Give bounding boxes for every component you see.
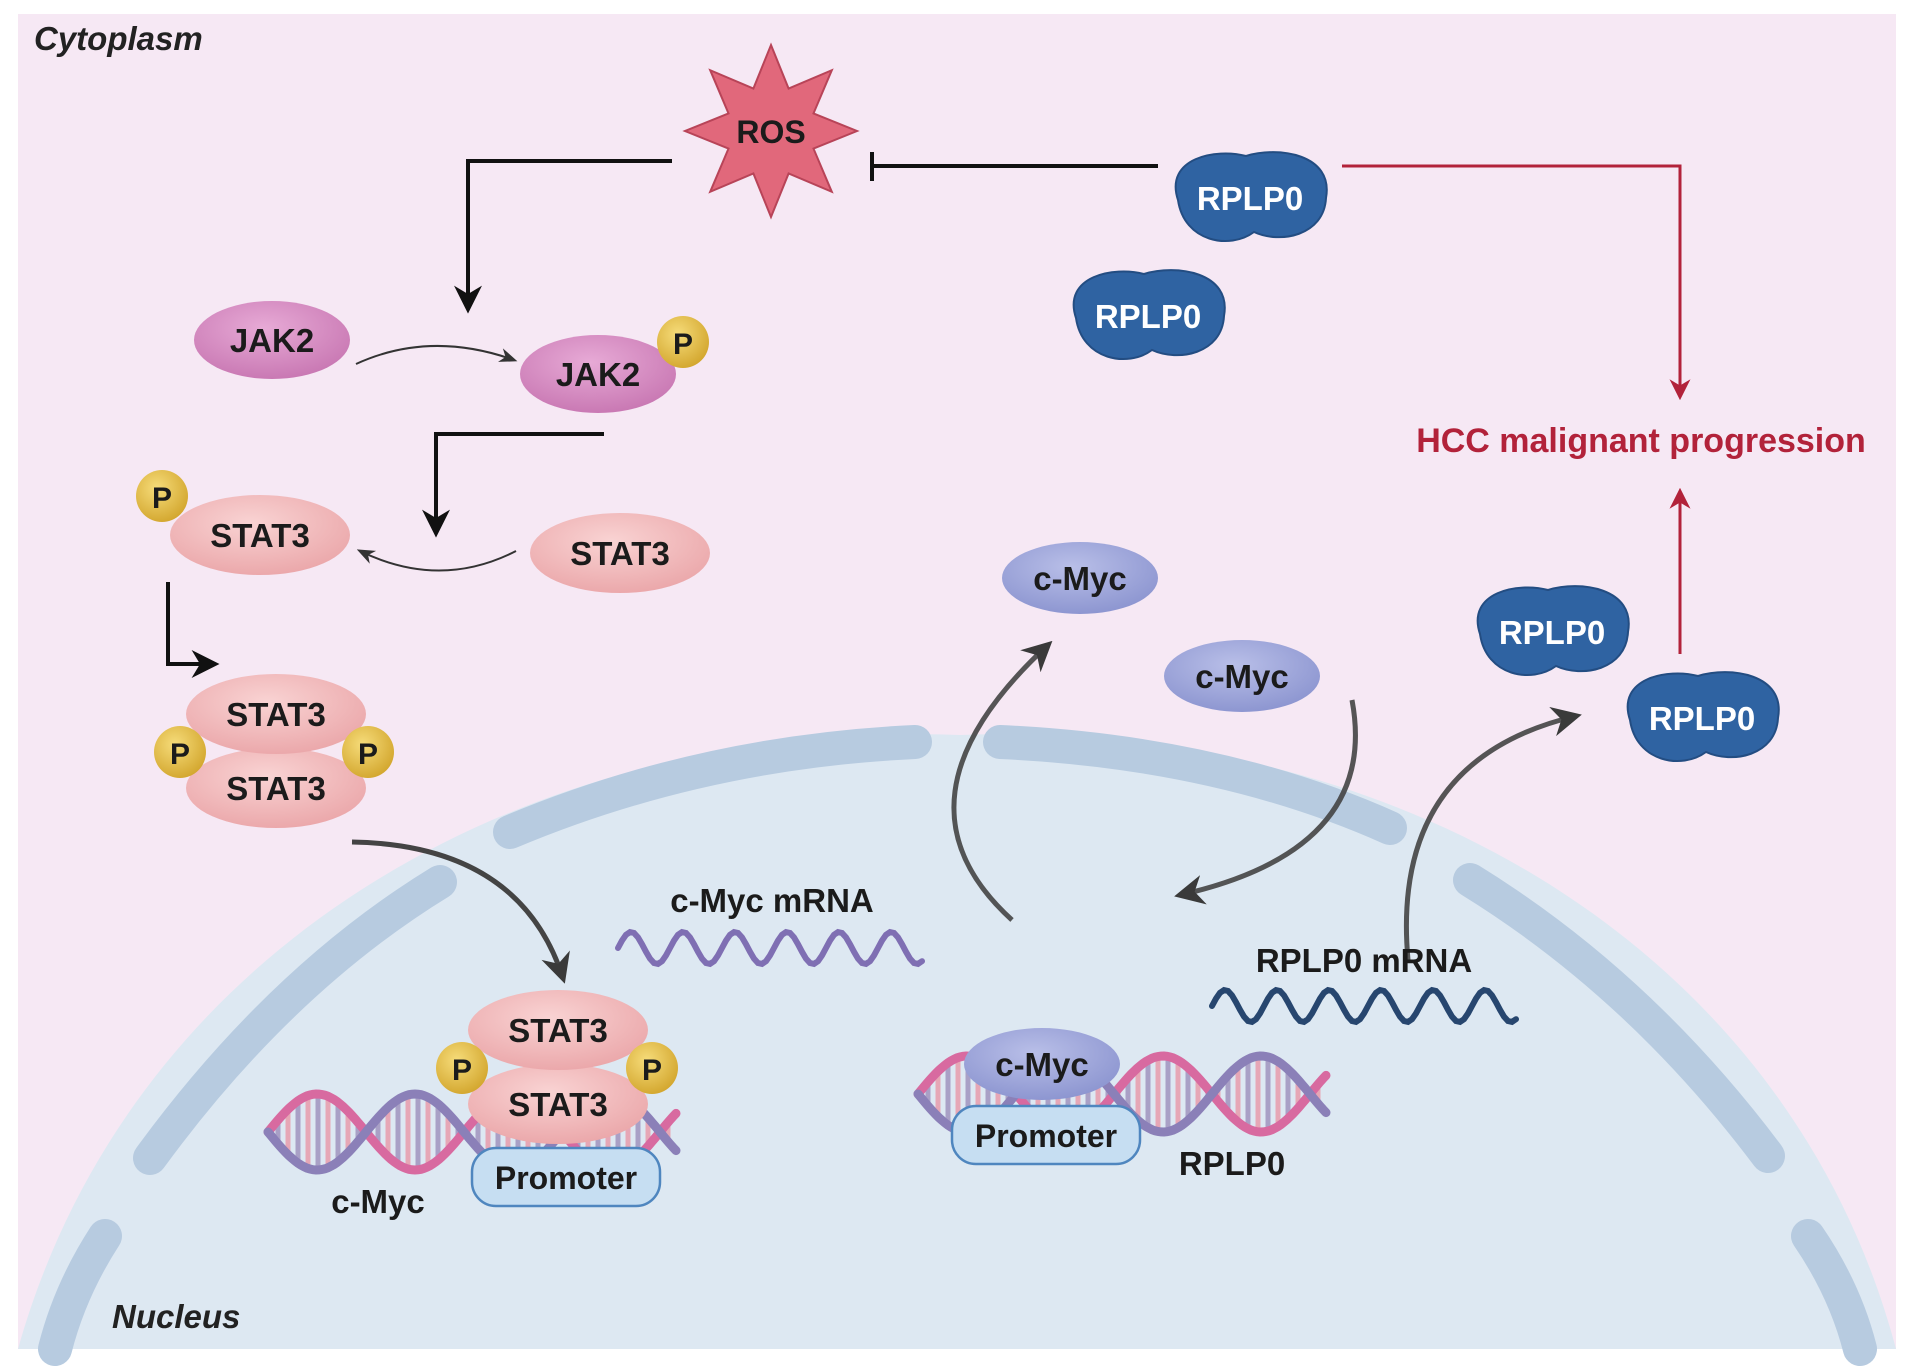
cmyc-import-arrow	[1174, 699, 1358, 905]
jak2-label: JAK2	[230, 322, 314, 359]
rplp0-protein: RPLP0	[1072, 269, 1226, 360]
stat3-dimerization-arrow	[166, 582, 220, 678]
stat3-label: STAT3	[570, 535, 670, 572]
svg-text:P: P	[673, 328, 693, 361]
rplp0-protein: RPLP0	[1174, 151, 1328, 242]
progression-arrows	[1342, 164, 1691, 654]
transport-arrows	[351, 640, 1582, 984]
rplp0-mrna-label: RPLP0 mRNA	[1256, 942, 1472, 979]
rplp0-export-arrow	[1403, 706, 1582, 961]
rplp0-label: RPLP0	[1197, 180, 1303, 217]
rplp0-label: RPLP0	[1649, 700, 1755, 737]
rplp0-mrna-wave-icon	[1209, 986, 1519, 1026]
svg-text:P: P	[358, 738, 378, 771]
cmyc-label: c-Myc	[995, 1046, 1089, 1083]
svg-text:P: P	[152, 482, 172, 515]
phosphate-icon: P	[626, 1042, 678, 1094]
cmyc-mrna-label: c-Myc mRNA	[670, 882, 874, 919]
svg-text:P: P	[642, 1054, 662, 1087]
activation-arrows	[166, 159, 672, 678]
cmyc-gene-label: c-Myc	[331, 1183, 425, 1220]
svg-text:P: P	[170, 738, 190, 771]
phosphate-icon: P	[136, 470, 188, 522]
phosphate-icon: P	[436, 1042, 488, 1094]
phosphate-icon: P	[342, 726, 394, 778]
ros-label: ROS	[736, 114, 805, 150]
stat3-label: STAT3	[226, 696, 326, 733]
nuclear-membrane	[38, 725, 1877, 1366]
stat3-dimer-cytoplasm: STAT3 STAT3 P P	[154, 674, 394, 828]
stat3-phosphorylation-arrow	[356, 549, 517, 572]
cmyc-mrna-wave-icon	[615, 928, 925, 968]
cmyc-label: c-Myc	[1033, 560, 1127, 597]
stat3-label: STAT3	[210, 517, 310, 554]
jak2-phosphorylated: JAK2 P	[520, 316, 709, 413]
promoter-cmyc: Promoter	[470, 1146, 662, 1208]
cmyc-protein: c-Myc	[1002, 542, 1158, 614]
rplp0-protein: RPLP0	[1476, 585, 1630, 676]
nucleus-label: Nucleus	[112, 1298, 240, 1335]
stat3-label: STAT3	[508, 1086, 608, 1123]
svg-text:P: P	[452, 1054, 472, 1087]
jak2-unphosphorylated: JAK2	[194, 301, 350, 379]
hcc-progression-label: HCC malignant progression	[1416, 422, 1866, 460]
promoter-rplp0: Promoter	[950, 1104, 1142, 1166]
promoter-label: Promoter	[495, 1160, 637, 1196]
ros-to-jak2-arrow	[454, 159, 672, 314]
rplp0-protein: RPLP0	[1626, 671, 1780, 762]
stat3-label: STAT3	[226, 770, 326, 807]
conversion-arrows	[355, 344, 518, 572]
cmyc-protein: c-Myc	[1164, 640, 1320, 712]
stat3-dimer-nucleus: STAT3 STAT3 P P	[436, 990, 678, 1144]
cmyc-export-arrow	[951, 640, 1053, 922]
inhibition-arrow-icon	[870, 152, 1158, 181]
rplp0-to-hcc-arrow	[1342, 164, 1691, 401]
stat3-unphosphorylated: STAT3	[530, 513, 710, 593]
phosphate-icon: P	[154, 726, 206, 778]
stat3-label: STAT3	[508, 1012, 608, 1049]
jak2-label: JAK2	[556, 356, 640, 393]
jak2-phosphorylation-arrow	[355, 344, 518, 365]
dimer-to-nucleus-arrow	[351, 839, 570, 984]
cmyc-protein-bound: c-Myc	[964, 1028, 1120, 1100]
cytoplasm-label: Cytoplasm	[34, 20, 203, 57]
cmyc-label: c-Myc	[1195, 658, 1289, 695]
rplp0-label: RPLP0	[1499, 614, 1605, 651]
ros-star-icon	[682, 42, 860, 220]
rplp0-gene-label: RPLP0	[1179, 1145, 1285, 1182]
promoter-label: Promoter	[975, 1118, 1117, 1154]
stat3-phosphorylated: STAT3 P	[136, 470, 350, 575]
phosphate-icon: P	[657, 316, 709, 368]
rplp0-label: RPLP0	[1095, 298, 1201, 335]
jak2-to-stat3-arrow	[422, 432, 604, 538]
